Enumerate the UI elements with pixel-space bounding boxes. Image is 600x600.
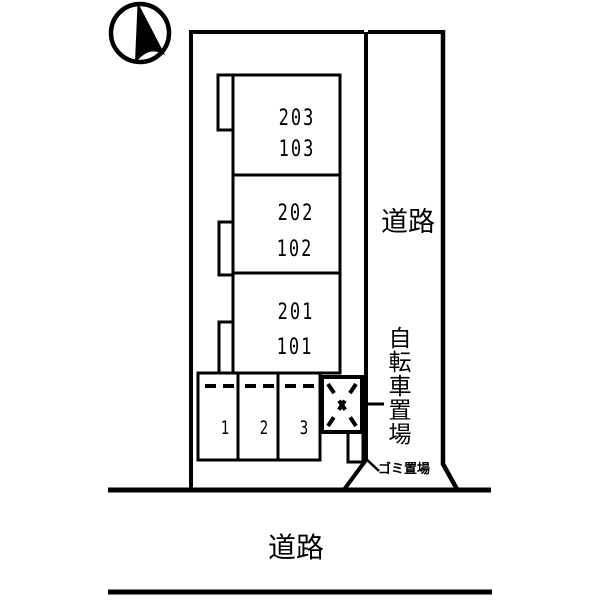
unit-porch-2 <box>217 220 235 277</box>
parking-stall-label-2: 2 <box>259 418 269 440</box>
road-label-right: 道路 <box>381 207 435 237</box>
unit-label-202: 202 <box>277 200 315 227</box>
parking-stall-label-3: 3 <box>299 418 309 440</box>
north-arrow-icon <box>108 1 172 65</box>
garbage-label-leader-line <box>363 456 380 472</box>
bicycle-area-cross-2 <box>326 382 358 428</box>
road-right-edge <box>440 30 460 493</box>
parking-stall-label-1: 1 <box>220 418 230 440</box>
garbage-area-label: ゴミ置場 <box>378 461 431 476</box>
parking-area-outline <box>196 371 322 462</box>
unit-label-102: 102 <box>276 236 314 263</box>
bicycle-parking-label: 自転車置場 <box>385 326 411 446</box>
garbage-area-box <box>346 430 365 464</box>
unit-label-103: 103 <box>278 136 316 163</box>
unit-label-101: 101 <box>276 334 314 361</box>
road-label-bottom: 道路 <box>268 532 325 563</box>
unit-porch-1 <box>216 73 235 132</box>
unit-label-201: 201 <box>277 299 315 326</box>
unit-porch-3 <box>217 320 235 375</box>
lot-boundary-top-left <box>189 30 364 490</box>
unit-label-203: 203 <box>278 105 316 132</box>
